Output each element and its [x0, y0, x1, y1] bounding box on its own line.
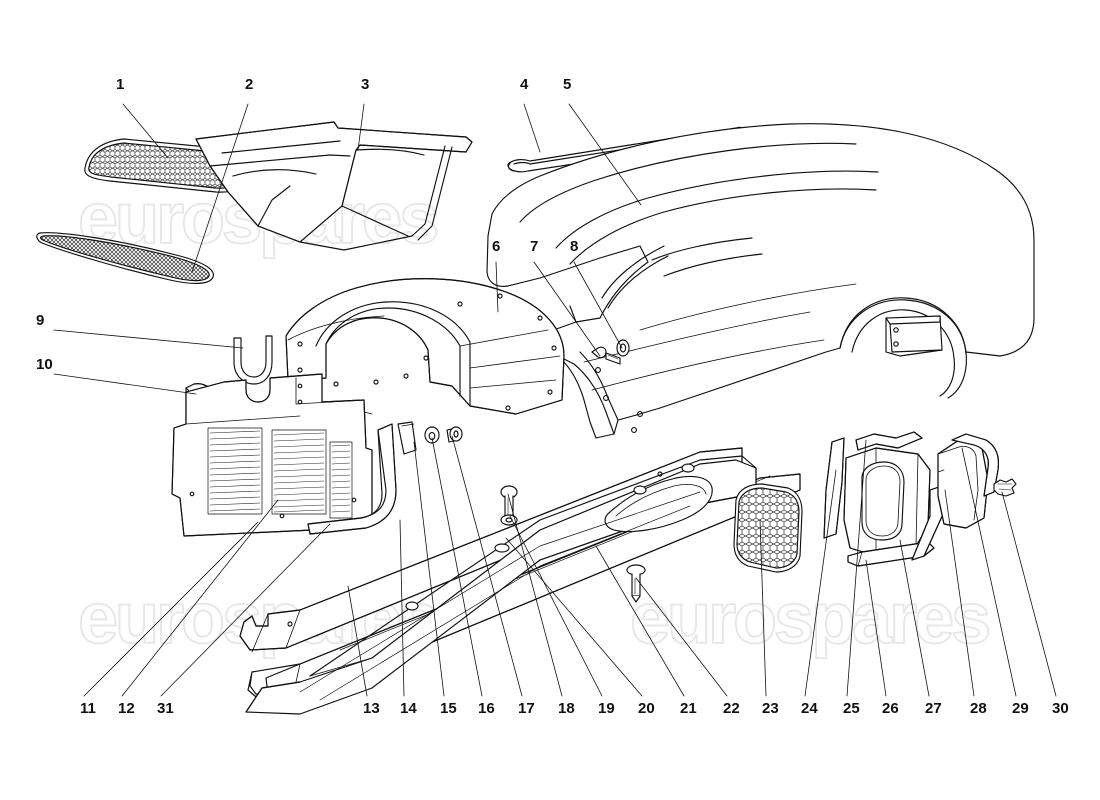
callout-29[interactable]: 29: [1012, 700, 1029, 717]
leader-line-28: [944, 489, 975, 697]
callout-27[interactable]: 27: [925, 700, 942, 717]
part-18-bolt: [500, 485, 518, 517]
leader-line-30: [1001, 491, 1057, 697]
leader-line-3: [357, 103, 365, 151]
part-16-washer: [424, 426, 440, 444]
callout-20[interactable]: 20: [638, 700, 655, 717]
callout-19[interactable]: 19: [598, 700, 615, 717]
callout-24[interactable]: 24: [801, 700, 818, 717]
callout-14[interactable]: 14: [400, 700, 417, 717]
part-26-duct-trim-strip: [847, 541, 935, 567]
leader-line-7: [533, 261, 601, 357]
part-22-skirt-screw: [626, 564, 646, 603]
leader-line-14: [399, 519, 405, 697]
part-24-duct-side-bracket: [823, 437, 845, 539]
part-21-rocker-side-skirt: [245, 455, 757, 715]
leader-line-16: [431, 437, 483, 697]
leader-line-23: [759, 519, 767, 697]
callout-18[interactable]: 18: [558, 700, 575, 717]
callout-3[interactable]: 3: [361, 76, 370, 93]
callout-28[interactable]: 28: [970, 700, 987, 717]
callout-26[interactable]: 26: [882, 700, 899, 717]
part-9-u-clip: [233, 335, 273, 385]
callout-11[interactable]: 11: [80, 700, 96, 717]
callout-15[interactable]: 15: [440, 700, 457, 717]
part-15-mounting-pad: [397, 421, 417, 455]
callout-10[interactable]: 10: [36, 356, 53, 373]
part-25-duct-top-plate: [855, 431, 923, 451]
callout-17[interactable]: 17: [518, 700, 535, 717]
part-29-duct-rear-seal: [951, 433, 1000, 497]
part-17-screw-small: [446, 426, 463, 443]
leader-line-5: [568, 103, 642, 206]
callout-21[interactable]: 21: [680, 700, 697, 717]
part-3-engine-lid-intake-panel: [195, 121, 473, 251]
part-31-liner-edge-seal: [307, 423, 397, 535]
part-23-side-mesh-grille: [733, 483, 803, 573]
callout-7[interactable]: 7: [530, 238, 539, 255]
duct-housing: [843, 447, 931, 557]
callout-1[interactable]: 1: [116, 76, 125, 93]
leader-line-11: [83, 521, 259, 697]
leader-line-22: [635, 577, 728, 697]
callout-2[interactable]: 2: [245, 76, 254, 93]
callout-13[interactable]: 13: [363, 700, 380, 717]
leader-line-6: [495, 261, 499, 313]
leader-line-21: [595, 545, 685, 697]
leader-line-9: [53, 329, 244, 349]
leader-line-13: [347, 585, 368, 697]
leader-line-8: [573, 261, 623, 349]
leader-line-2: [191, 103, 249, 273]
callout-6[interactable]: 6: [492, 238, 501, 255]
callout-9[interactable]: 9: [36, 312, 45, 329]
callout-16[interactable]: 16: [478, 700, 495, 717]
leader-line-26: [865, 559, 887, 697]
leader-line-12: [121, 499, 279, 697]
callout-22[interactable]: 22: [723, 700, 740, 717]
leader-line-10: [53, 373, 197, 395]
leader-line-18: [507, 493, 563, 697]
part-12-louvered-side-liner: [171, 373, 373, 537]
part-6-wheel-arch-liner: [285, 278, 565, 415]
part-5-body-side-panel: [486, 123, 1035, 439]
callout-25[interactable]: 25: [843, 700, 860, 717]
leader-line-4: [523, 103, 541, 153]
leader-line-17: [451, 435, 523, 697]
callout-23[interactable]: 23: [762, 700, 779, 717]
leader-line-1: [122, 103, 169, 159]
callout-5[interactable]: 5: [563, 76, 572, 93]
part-2-lower-mesh-strip: [36, 232, 214, 284]
part-30-retaining-clip: [993, 478, 1017, 497]
leader-line-25: [846, 439, 867, 697]
callout-30[interactable]: 30: [1052, 700, 1069, 717]
callout-31[interactable]: 31: [157, 700, 174, 717]
callout-4[interactable]: 4: [520, 76, 529, 93]
callout-12[interactable]: 12: [118, 700, 135, 717]
leader-line-20: [505, 537, 643, 697]
callout-8[interactable]: 8: [570, 238, 579, 255]
leader-line-19: [509, 515, 603, 697]
leader-line-29: [961, 447, 1017, 697]
leader-line-15: [413, 441, 445, 697]
leader-line-31: [160, 523, 331, 697]
leader-line-27: [899, 539, 930, 697]
leader-line-24: [804, 469, 837, 697]
